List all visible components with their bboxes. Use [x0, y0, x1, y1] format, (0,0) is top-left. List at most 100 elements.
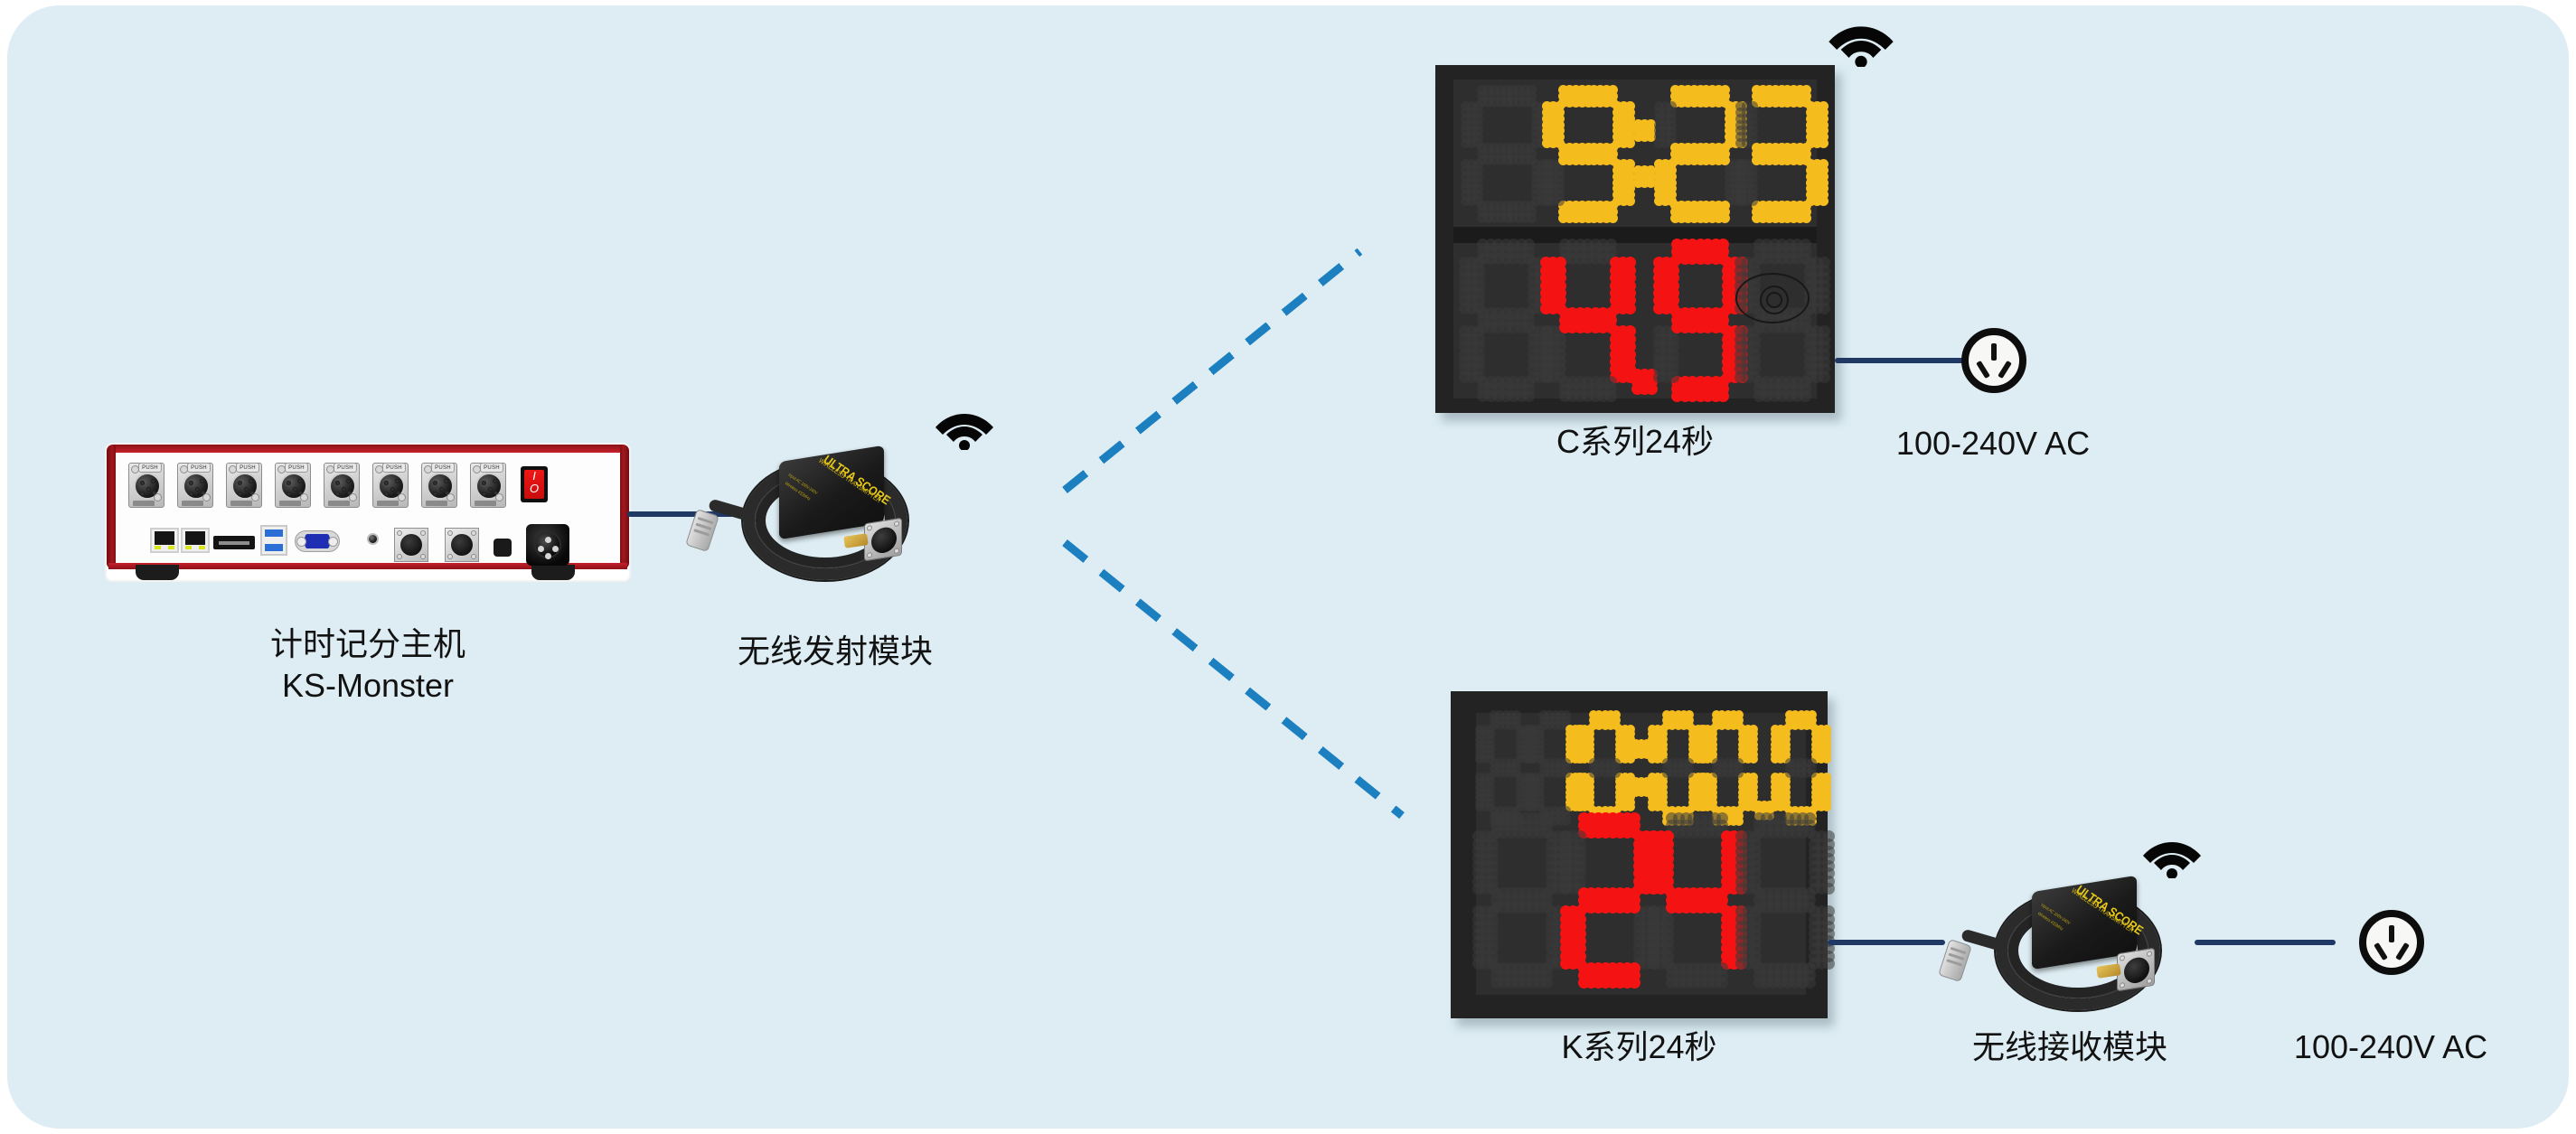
- c-series-shot-clock: [1458, 238, 1830, 402]
- socket-pin-top: [1991, 343, 1997, 361]
- socket-pin-left: [1976, 360, 1990, 380]
- k-series-shot-clock: [1471, 811, 1835, 989]
- wire-receiver-to-power: [2195, 940, 2336, 945]
- xlr-screw: [131, 465, 139, 473]
- xlr-screw: [349, 493, 357, 501]
- ac-power-socket-top[interactable]: [1961, 328, 2026, 393]
- power-inlet-pin: [552, 546, 559, 552]
- xlr-brand-mark: [475, 501, 496, 506]
- xlr-screw: [300, 493, 308, 501]
- connector-screw: [867, 551, 872, 558]
- connector-screw: [2120, 981, 2125, 989]
- wireless-receiver-module[interactable]: ULTRA SCORE WIRELESS TRANSMITTER Input A…: [1938, 875, 2187, 1023]
- xlr-socket: [231, 473, 259, 500]
- din-screw: [420, 530, 426, 536]
- unit-bottom-trim: [108, 563, 627, 569]
- ethernet-port[interactable]: [150, 528, 179, 553]
- din-port[interactable]: [394, 528, 428, 562]
- c-series-horn-speaker: [1735, 273, 1810, 323]
- wire-k-series-to-receiver: [1828, 940, 1945, 945]
- xlr-screw: [251, 493, 259, 501]
- din-screw: [397, 554, 402, 559]
- power-inlet-pin: [538, 546, 544, 552]
- xlr-screw: [180, 465, 188, 473]
- xlr-port[interactable]: PUSH: [226, 463, 262, 508]
- main-unit-ks-monster[interactable]: PUSH PUSH PUSH PUSH: [107, 445, 629, 580]
- scoreboard-k-series[interactable]: [1451, 691, 1835, 1018]
- xlr-brand-mark: [182, 501, 203, 506]
- power-switch[interactable]: I O: [521, 466, 548, 502]
- main-unit-label-model: KS-Monster: [281, 667, 455, 705]
- power-inlet-pin: [545, 553, 551, 559]
- transmitter-wifi-icon: [935, 403, 994, 450]
- din-screw: [471, 530, 476, 536]
- ethernet-led: [168, 546, 174, 549]
- connector-screw: [867, 524, 872, 531]
- xlr-push-label: PUSH: [480, 463, 503, 473]
- audio-jack[interactable]: [367, 533, 379, 545]
- xlr-port[interactable]: PUSH: [128, 463, 165, 508]
- power-label-bottom: 100-240V AC: [2293, 1028, 2488, 1065]
- xlr-screw: [154, 493, 162, 501]
- receiver-label: 无线接收模块: [1971, 1028, 2167, 1065]
- main-unit-label: 计时记分主机 KS-Monster: [107, 623, 629, 707]
- main-unit-label-cn: 计时记分主机: [269, 625, 465, 662]
- xlr-screw: [495, 493, 503, 501]
- wireless-transmitter-module[interactable]: ULTRA SCORE WIRELESS TRANSMITTER Input A…: [685, 445, 935, 593]
- usb-ports[interactable]: [260, 525, 287, 556]
- unit-left-trim: [107, 445, 116, 569]
- ethernet-port[interactable]: [181, 528, 210, 553]
- din-screw: [447, 530, 453, 536]
- transmitter-output-connector[interactable]: [864, 517, 902, 562]
- receiver-brand-label: ULTRA SCORE: [2073, 882, 2147, 938]
- xlr-screw: [473, 465, 481, 473]
- power-switch-face: I O: [524, 470, 544, 499]
- xlr-port[interactable]: PUSH: [372, 463, 409, 508]
- unit-foot-right: [531, 565, 575, 580]
- vga-port[interactable]: [295, 530, 340, 552]
- xlr-port[interactable]: PUSH: [324, 463, 360, 508]
- din-screw: [420, 554, 426, 559]
- xlr-screw: [424, 465, 432, 473]
- xlr-port[interactable]: PUSH: [177, 463, 213, 508]
- xlr-screw: [202, 493, 211, 501]
- din-screw: [471, 554, 476, 559]
- c-series-label: C系列24秒: [1556, 423, 1715, 460]
- unit-right-trim: [620, 445, 629, 569]
- xlr-brand-mark: [279, 501, 301, 506]
- din-port[interactable]: [445, 528, 479, 562]
- socket-pin-right: [1998, 360, 2012, 380]
- unit-foot-left: [136, 565, 179, 580]
- xlr-brand-mark: [377, 501, 399, 506]
- xlr-screw: [229, 465, 237, 473]
- ac-power-socket-bottom[interactable]: [2359, 910, 2424, 975]
- push-cap-port[interactable]: [494, 539, 512, 557]
- receiver-wifi-icon: [2142, 831, 2202, 878]
- power-inlet-port[interactable]: [526, 524, 569, 566]
- ethernet-led: [155, 546, 161, 549]
- xlr-push-label: PUSH: [382, 463, 406, 473]
- socket-pin-top: [2389, 925, 2394, 942]
- connector-screw: [2147, 951, 2152, 958]
- xlr-brand-mark: [426, 501, 447, 506]
- power-switch-on-mark: I: [532, 469, 536, 483]
- c-series-game-clock: [1460, 84, 1829, 223]
- din-screw: [447, 554, 453, 559]
- power-switch-off-mark: O: [529, 482, 540, 495]
- transmitter-brand-label: ULTRA SCORE: [820, 452, 894, 508]
- xlr-port[interactable]: PUSH: [275, 463, 311, 508]
- din-screw: [397, 530, 402, 536]
- ethernet-led: [199, 546, 205, 549]
- connector-screw: [2120, 954, 2125, 961]
- c-series-wifi-icon: [1828, 14, 1894, 67]
- xlr-port[interactable]: PUSH: [470, 463, 506, 508]
- vga-screw: [296, 537, 306, 547]
- wire-unit-to-transmitter: [627, 511, 743, 517]
- xlr-screw: [277, 465, 286, 473]
- scoreboard-c-series[interactable]: [1435, 65, 1835, 413]
- xlr-port[interactable]: PUSH: [421, 463, 457, 508]
- hdmi-port[interactable]: [213, 536, 255, 549]
- receiver-output-connector[interactable]: [2117, 947, 2155, 992]
- transmitter-label: 无线发射模块: [737, 633, 933, 670]
